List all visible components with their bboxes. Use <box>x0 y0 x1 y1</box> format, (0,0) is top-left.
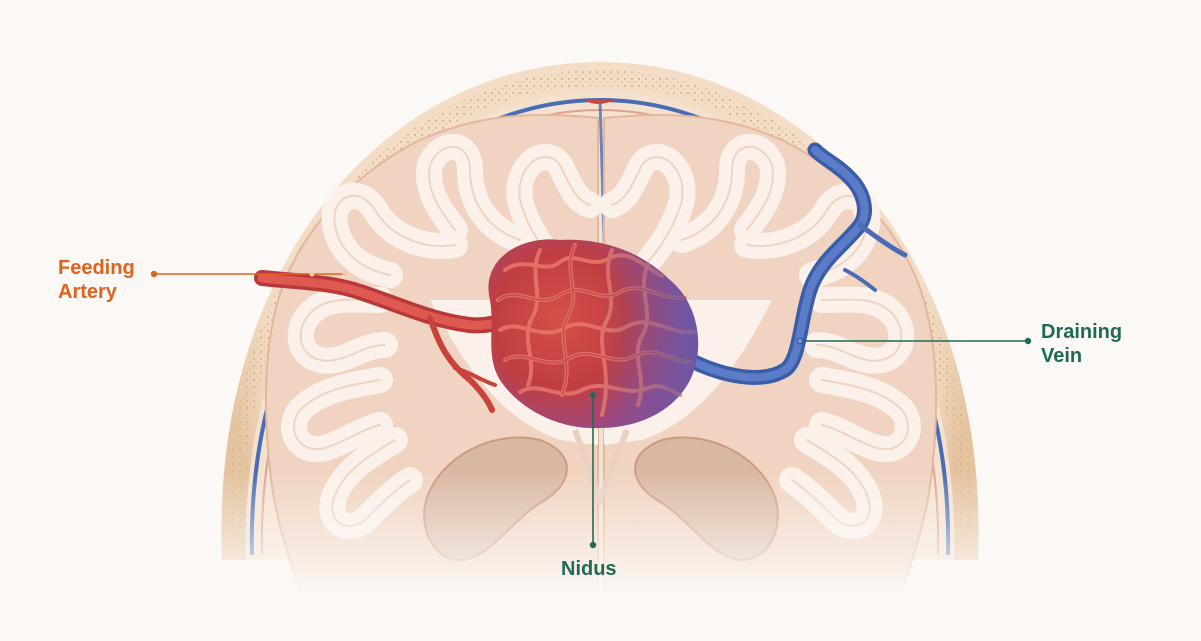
label-nidus: Nidus <box>561 558 617 580</box>
nidus <box>488 239 699 429</box>
label-feeding-artery-line2: Artery <box>58 281 117 303</box>
label-feeding-artery-line1: Feeding <box>58 257 135 279</box>
label-draining-vein: Draining Vein <box>1041 320 1122 368</box>
draining-vein <box>682 142 908 385</box>
bottom-fade <box>0 470 1201 641</box>
leader-line-nidus <box>589 392 597 549</box>
label-draining-vein-line2: Vein <box>1041 345 1083 367</box>
label-draining-vein-line1: Draining <box>1041 321 1123 343</box>
leader-line-feeding-artery <box>150 270 348 278</box>
leader-line-draining-vein <box>796 337 1032 345</box>
label-feeding-artery: Feeding Artery <box>58 256 135 304</box>
